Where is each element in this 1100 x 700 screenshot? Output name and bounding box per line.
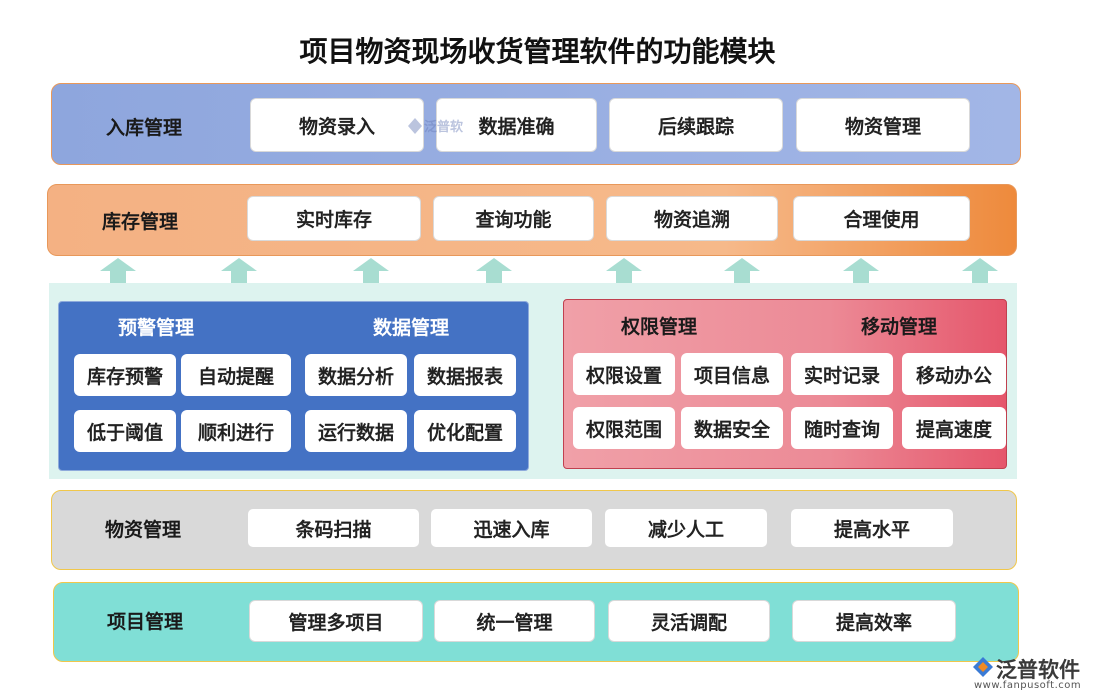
diagram-title: 项目物资现场收货管理软件的功能模块 xyxy=(299,35,776,68)
brand-mark-icon xyxy=(973,657,993,677)
row-project: 项目管理 管理多项目 统一管理 灵活调配 提高效率 xyxy=(53,582,1019,662)
chip-mobile-1: 实时记录 xyxy=(791,353,893,395)
chip-alert-3: 低于阈值 xyxy=(74,410,176,452)
pink-module-box: 权限管理 移动管理 权限设置 项目信息 实时记录 移动办公 权限范围 数据安全 … xyxy=(563,299,1007,469)
chip-mobile-2: 移动办公 xyxy=(902,353,1006,395)
group-title-mobile: 移动管理 xyxy=(861,316,938,338)
up-arrow-icon xyxy=(476,258,512,283)
chip-materials-2: 迅速入库 xyxy=(430,508,593,548)
up-arrow-icon xyxy=(962,258,998,283)
chip-materials-3: 减少人工 xyxy=(604,508,768,548)
chip-alert-1: 库存预警 xyxy=(74,354,176,396)
up-arrow-icon xyxy=(221,258,257,283)
row-inventory-label: 库存管理 xyxy=(102,211,179,233)
chip-data-2: 数据报表 xyxy=(414,354,516,396)
group-title-permission: 权限管理 xyxy=(621,316,698,338)
chip-materials-1: 条码扫描 xyxy=(247,508,420,548)
brand-url: www.fanpusoft.com xyxy=(974,680,1082,691)
chip-project-3: 灵活调配 xyxy=(608,600,770,642)
chip-inventory-3: 物资追溯 xyxy=(606,196,778,241)
chip-inventory-1: 实时库存 xyxy=(247,196,421,241)
chip-inbound-4: 物资管理 xyxy=(796,98,970,152)
group-title-alert: 预警管理 xyxy=(118,317,195,339)
up-arrow-icon xyxy=(843,258,879,283)
chip-mobile-4: 提高速度 xyxy=(902,407,1006,449)
up-arrow-icon xyxy=(606,258,642,283)
chip-inbound-3: 后续跟踪 xyxy=(609,98,783,152)
chip-permission-1: 权限设置 xyxy=(573,353,675,395)
brand-name: 泛普软件 xyxy=(996,658,1080,682)
chip-data-4: 优化配置 xyxy=(414,410,516,452)
chip-inventory-2: 查询功能 xyxy=(433,196,594,241)
row-project-label: 项目管理 xyxy=(107,611,184,633)
brand-logo: 泛普软件 www.fanpusoft.com xyxy=(968,652,1092,696)
up-arrow-icon xyxy=(100,258,136,283)
blue-module-box: 预警管理 数据管理 库存预警 自动提醒 数据分析 数据报表 低于阈值 顺利进行 … xyxy=(58,301,529,471)
watermark-text: 泛普软 xyxy=(424,120,464,135)
up-arrow-icon xyxy=(724,258,760,283)
row-inbound: 入库管理 物资录入 数据准确 后续跟踪 物资管理 xyxy=(51,83,1021,165)
chip-inbound-1: 物资录入 xyxy=(250,98,424,152)
chip-data-1: 数据分析 xyxy=(305,354,407,396)
chip-project-1: 管理多项目 xyxy=(249,600,423,642)
row-inventory: 库存管理 实时库存 查询功能 物资追溯 合理使用 xyxy=(47,184,1017,256)
group-title-data: 数据管理 xyxy=(373,317,450,339)
watermark: 泛普软 xyxy=(408,116,478,136)
row-materials-label: 物资管理 xyxy=(105,519,182,541)
row-materials: 物资管理 条码扫描 迅速入库 减少人工 提高水平 xyxy=(51,490,1017,570)
chip-permission-2: 项目信息 xyxy=(681,353,783,395)
chip-project-2: 统一管理 xyxy=(434,600,595,642)
chip-inventory-4: 合理使用 xyxy=(793,196,970,241)
up-arrow-icon xyxy=(353,258,389,283)
chip-materials-4: 提高水平 xyxy=(790,508,954,548)
chip-data-3: 运行数据 xyxy=(305,410,407,452)
chip-inbound-2: 数据准确 xyxy=(436,98,597,152)
chip-project-4: 提高效率 xyxy=(792,600,956,642)
chip-alert-2: 自动提醒 xyxy=(181,354,291,396)
row-inbound-label: 入库管理 xyxy=(106,117,183,139)
chip-alert-4: 顺利进行 xyxy=(181,410,291,452)
chip-permission-4: 数据安全 xyxy=(681,407,783,449)
chip-mobile-3: 随时查询 xyxy=(791,407,893,449)
chip-permission-3: 权限范围 xyxy=(573,407,675,449)
watermark-logo-icon xyxy=(408,118,422,134)
